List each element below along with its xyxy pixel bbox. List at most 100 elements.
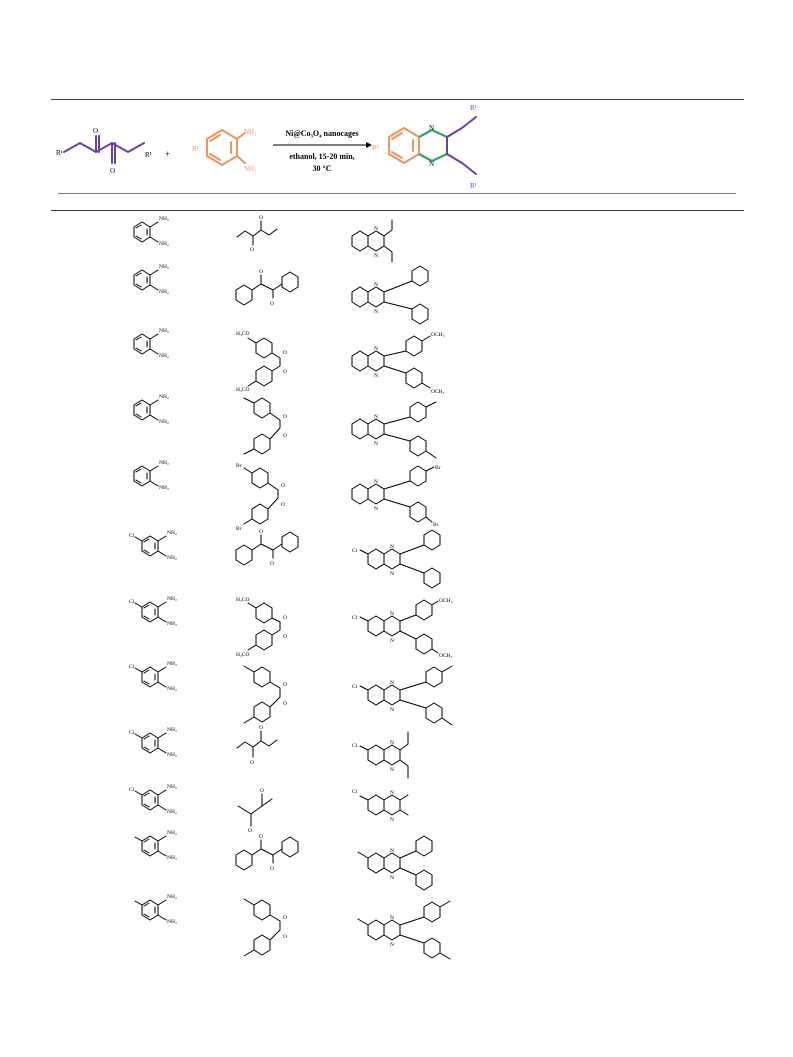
oxygen-label: O xyxy=(283,934,287,940)
oxygen-label: O xyxy=(283,433,287,439)
oxygen-label: O xyxy=(283,634,287,640)
bromine-label: Br xyxy=(236,526,242,532)
oxygen-label: O xyxy=(93,127,98,135)
bromine-label: Br xyxy=(435,465,441,471)
oxygen-label: O xyxy=(283,414,287,420)
methoxy-label: H₃CO xyxy=(236,331,250,337)
oxygen-label: O xyxy=(260,788,264,794)
nh2-label: NH₂ xyxy=(167,752,177,758)
dicarbonyl-structure: O O xyxy=(235,834,299,872)
oxygen-label: O xyxy=(270,866,274,872)
product-structure: N N Br Br xyxy=(351,465,441,528)
oxygen-label: O xyxy=(259,529,263,535)
dicarbonyl-structure: O O xyxy=(237,788,273,834)
nitrogen-label: N xyxy=(374,309,378,315)
dicarbonyl-structure: Br Br O O xyxy=(236,463,285,532)
chlorine-label: Cl xyxy=(129,533,135,539)
bromine-label: Br xyxy=(236,463,242,469)
nitrogen-label: N xyxy=(374,226,378,232)
diamine-structure: NH₂ NH₂ xyxy=(133,216,169,247)
nh2-label: NH₂ xyxy=(159,241,169,247)
chlorine-label: Cl xyxy=(129,599,135,605)
oxygen-label: O xyxy=(270,561,274,567)
product-structure: Cl N N xyxy=(352,731,409,779)
nh2-label: NH₂ xyxy=(167,894,177,900)
oxygen-label: O xyxy=(281,502,285,508)
dicarbonyl-structure: O O xyxy=(236,215,278,253)
product-structure: N N OCH₃ OCH₃ xyxy=(351,332,445,395)
nitrogen-label: N xyxy=(374,282,378,288)
product-structure: N N xyxy=(351,219,393,263)
chlorine-label: Cl xyxy=(129,730,135,736)
oxygen-label: O xyxy=(270,301,274,307)
nh2-label: NH₂ xyxy=(167,784,177,790)
nh2-label: NH₂ xyxy=(159,328,169,334)
product-structure: Cl N N xyxy=(352,665,453,726)
quinoxaline-general: N N R² R¹ R¹ xyxy=(372,104,477,190)
nh2-label: NH₂ xyxy=(159,460,169,466)
nitrogen-label: N xyxy=(390,707,394,713)
nh2-label: NH₂ xyxy=(167,809,177,815)
product-structure: Cl N N xyxy=(352,529,441,589)
diamine-structure: NH₂ NH₂ Cl xyxy=(129,530,177,561)
bromine-label: Br xyxy=(433,522,439,528)
temperature-label: 30 °C xyxy=(313,164,332,173)
nitrogen-label: N xyxy=(390,915,394,921)
nitrogen-label: N xyxy=(390,544,394,550)
nh2-label: NH₂ xyxy=(159,394,169,400)
r2-label: R² xyxy=(192,145,199,153)
product-structure: Cl N N OCH₃ OCH₃ xyxy=(352,598,453,659)
product-structure: N N xyxy=(357,835,433,891)
chlorine-label: Cl xyxy=(352,743,358,749)
nh2-label: NH₂ xyxy=(167,555,177,561)
dicarbonyl-structure: O O xyxy=(243,397,287,455)
nh2-label: NH₂ xyxy=(167,686,177,692)
chlorine-label: Cl xyxy=(352,684,358,690)
dicarbonyl-structure: O O xyxy=(243,665,287,724)
oxygen-label: O xyxy=(283,369,287,375)
r1-label: R¹ xyxy=(145,151,152,159)
oxygen-label: O xyxy=(259,215,263,221)
r1-label: R¹ xyxy=(470,182,477,190)
table-row: NH₂ NH₂ O O N N xyxy=(133,264,429,325)
chlorine-label: Cl xyxy=(352,789,358,795)
chlorine-label: Cl xyxy=(129,787,135,793)
diamine-structure: NH₂ NH₂ xyxy=(133,460,169,491)
oxygen-label: O xyxy=(283,915,287,921)
oxygen-label: O xyxy=(250,760,254,766)
r1-label: R¹ xyxy=(470,104,477,112)
chlorine-label: Cl xyxy=(352,615,358,621)
oxygen-label: O xyxy=(110,167,115,175)
nh2-label: NH₂ xyxy=(159,289,169,295)
diamine-structure: NH₂ NH₂ xyxy=(134,830,177,861)
dicarbonyl-structure: O O xyxy=(243,898,287,957)
reaction-arrow: Ni@Co₃O₄ nanocages ethanol, 15-20 min, 3… xyxy=(273,129,372,173)
diamine-structure: NH₂ NH₂ xyxy=(133,394,169,425)
nitrogen-label: N xyxy=(390,817,394,823)
nh2-label: NH₂ xyxy=(159,485,169,491)
plus-sign: + xyxy=(165,149,170,159)
oxygen-label: O xyxy=(283,682,287,688)
product-structure: N N xyxy=(351,401,437,459)
nitrogen-label: N xyxy=(374,441,378,447)
nitrogen-label: N xyxy=(390,875,394,881)
nitrogen-label: N xyxy=(390,680,394,686)
methoxy-label: H₃CO xyxy=(236,652,250,658)
nh2-label: NH₂ xyxy=(159,264,169,270)
methoxy-label: H₃CO xyxy=(236,387,250,393)
product-structure: Cl N N xyxy=(352,789,409,823)
nitrogen-label: N xyxy=(374,414,378,420)
chlorine-label: Cl xyxy=(129,664,135,670)
table-row: NH₂ NH₂ Cl O O Cl N N xyxy=(129,784,409,834)
table-row: NH₂ NH₂ O O N N xyxy=(133,215,393,263)
r1-label: R¹ xyxy=(56,149,63,157)
nitrogen-label: N xyxy=(390,767,394,773)
methoxy-label: OCH₃ xyxy=(439,598,453,604)
dicarbonyl-structure: H₃CO H₃CO O O xyxy=(236,597,287,658)
diamine-structure: NH₂ NH₂ xyxy=(133,264,169,295)
oxygen-label: O xyxy=(281,483,285,489)
nitrogen-label: N xyxy=(374,253,378,259)
nh2-label: NH₂ xyxy=(167,661,177,667)
methoxy-label: OCH₃ xyxy=(431,389,445,395)
